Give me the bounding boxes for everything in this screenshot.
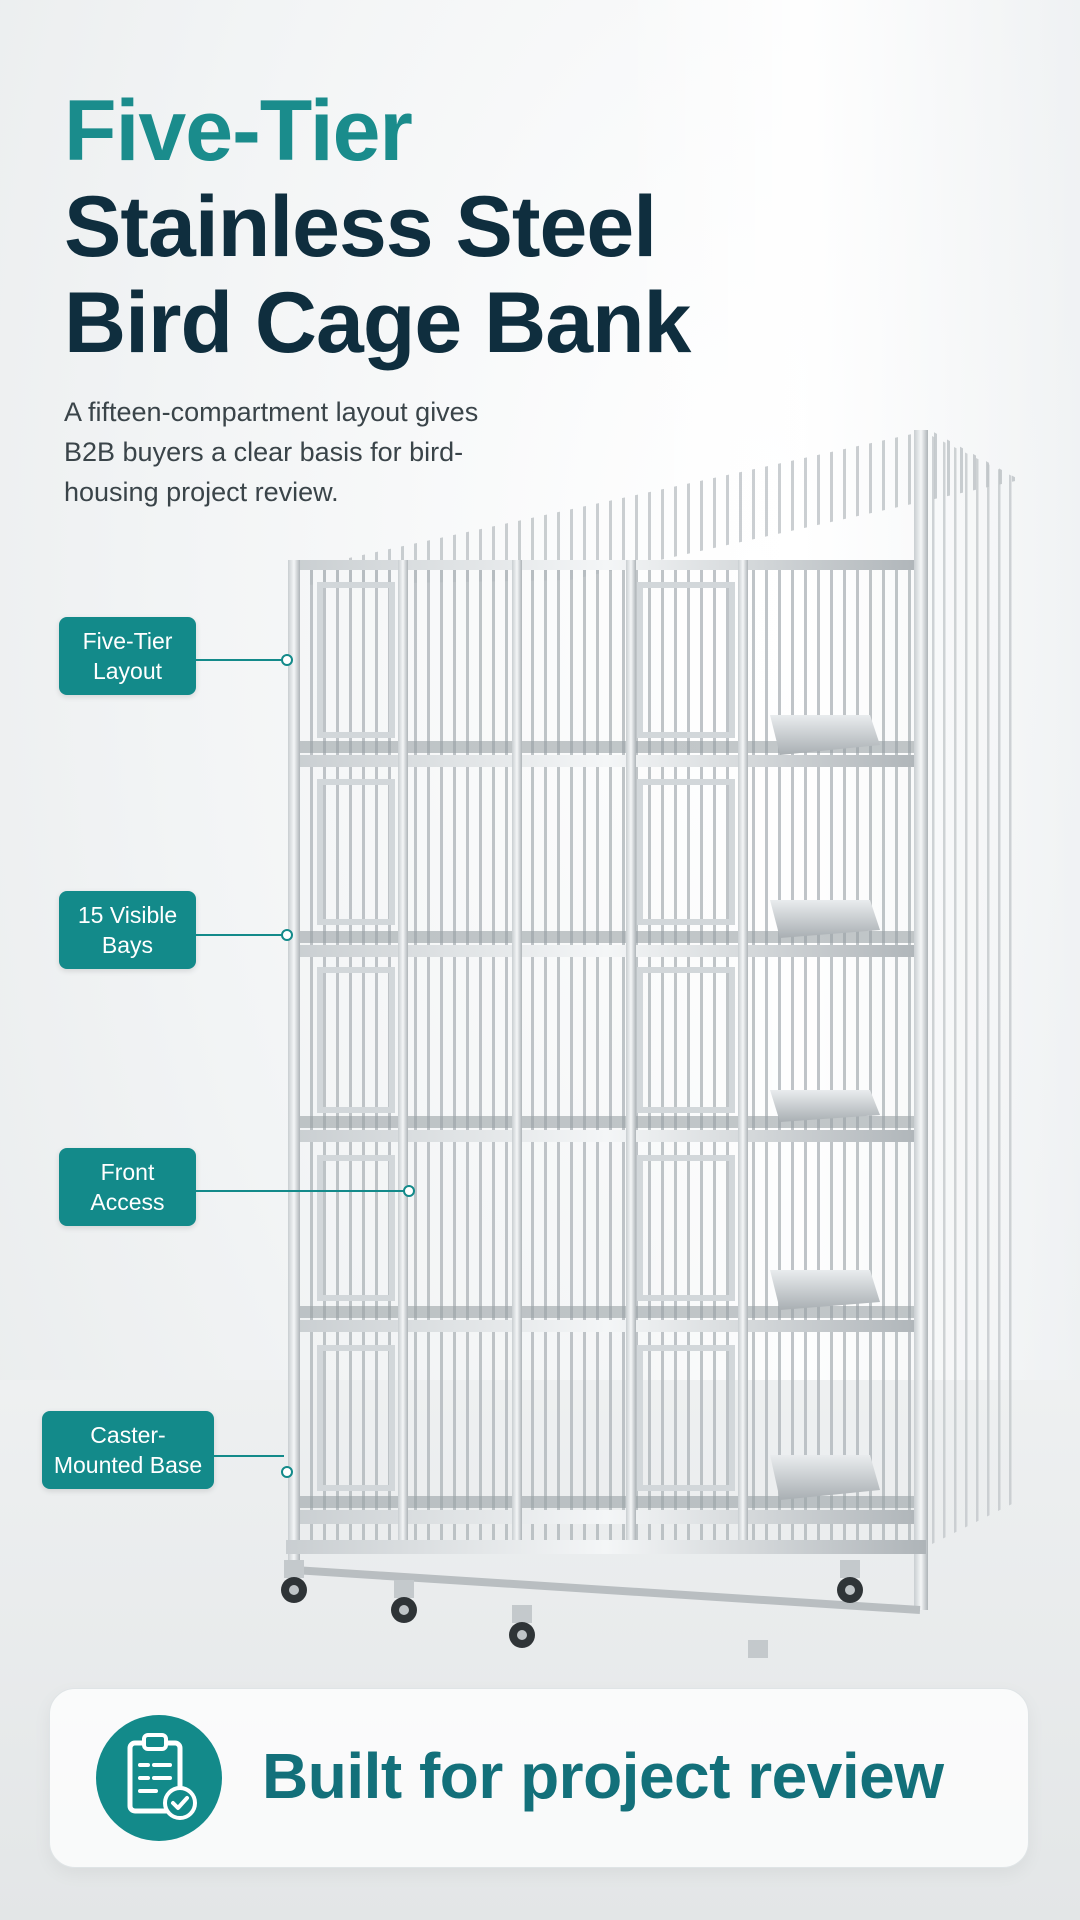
callout-leader-line xyxy=(214,1455,284,1457)
callout-anchor-dot xyxy=(281,929,293,941)
casters xyxy=(281,1560,863,1658)
headline-line-2: Stainless Steel xyxy=(64,179,657,275)
callout-leader-line xyxy=(196,934,284,936)
callout-anchor-dot xyxy=(281,1466,293,1478)
cage-bank-illustration xyxy=(281,430,1020,1658)
cage-top-panel xyxy=(294,430,1020,585)
cage-base-frame xyxy=(286,1540,926,1554)
headline-line-3: Bird Cage Bank xyxy=(64,275,691,371)
feeder-trays xyxy=(770,715,880,1500)
subtitle: A fifteen-compartment layout gives B2B b… xyxy=(64,397,479,507)
callout-five-tier-layout: Five-Tier Layout xyxy=(59,617,196,695)
project-review-banner: Built for project review xyxy=(49,1688,1029,1868)
headline: Five-Tier Stainless Steel Bird Cage Bank xyxy=(64,83,691,371)
headline-line-1: Five-Tier xyxy=(64,83,413,179)
callout-leader-line xyxy=(196,1190,406,1192)
clipboard-check-icon xyxy=(96,1715,222,1841)
callout-caster-mounted-base: Caster-Mounted Base xyxy=(42,1411,214,1489)
cage-front-face xyxy=(288,430,928,1610)
callout-leader-line xyxy=(196,659,284,661)
cage-side-panel xyxy=(920,430,1020,1550)
banner-text: Built for project review xyxy=(262,1740,944,1812)
callout-anchor-dot xyxy=(281,654,293,666)
callout-front-access: Front Access xyxy=(59,1148,196,1226)
callout-anchor-dot xyxy=(403,1185,415,1197)
callout-15-visible-bays: 15 Visible Bays xyxy=(59,891,196,969)
